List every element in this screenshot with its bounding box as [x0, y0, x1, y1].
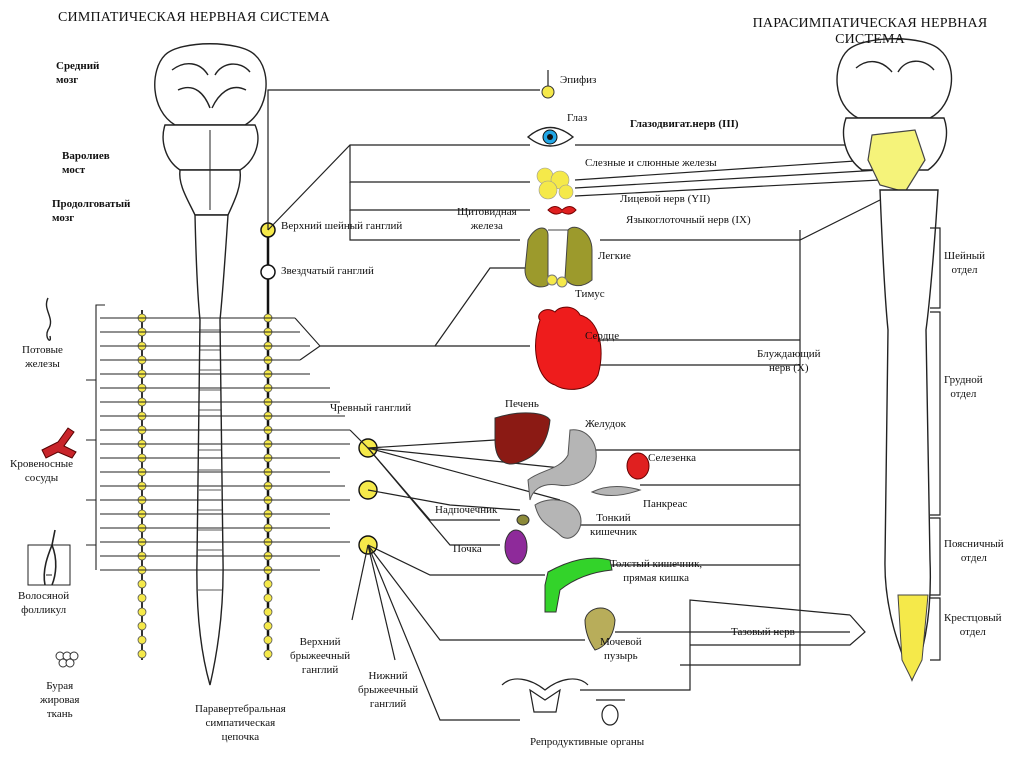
left-brainstem [154, 43, 267, 216]
heart-label: Сердце [585, 330, 620, 342]
facial-nerve-label: Лицевой нерв (YII) [620, 193, 711, 205]
medulla-label: Продолговатый мозг [52, 198, 131, 224]
right-chain-beads [263, 230, 273, 660]
vagus-nerve-label: Блуждающий нерв (X) [757, 348, 821, 374]
thymus-organ [546, 274, 568, 288]
small-intestine-label: Тонкий кишечник [590, 512, 637, 538]
liver-organ [494, 412, 551, 465]
parasympathetic-title: ПАРАСИМПАТИЧЕСКАЯ НЕРВНАЯ СИСТЕМА [725, 16, 1015, 48]
adrenal-label: Надпочечник [435, 504, 498, 516]
spleen-organ [626, 452, 650, 480]
thymus-label: Тимус [575, 288, 605, 300]
large-intestine-label: Толстый кишечник, прямая кишка [610, 558, 703, 584]
bladder-organ [584, 607, 616, 651]
thyroid-label: Щитовидная железа [457, 206, 517, 232]
stomach-organ [527, 429, 597, 501]
pineal-label: Эпифиз [560, 74, 597, 86]
pineal-gland [541, 70, 555, 99]
left-chain-beads [137, 310, 147, 660]
thoracic-section-label: Грудной отдел [944, 374, 983, 400]
kidney-label: Почка [453, 543, 482, 555]
pancreas-organ [590, 486, 642, 496]
salivary-glands [536, 167, 574, 200]
oculomotor-nerve-label: Глазодвигат.нерв (III) [630, 118, 739, 130]
midbrain-label: Средний мозг [56, 60, 100, 86]
parasympathetic-title-line2: СИСТЕМА [835, 32, 905, 47]
sympathetic-title: СИМПАТИЧЕСКАЯ НЕРВНАЯ СИСТЕМА [58, 10, 330, 25]
adrenal-organ [516, 514, 530, 526]
sympathetic-efferents [267, 89, 585, 721]
superior-cervical-ganglion-label: Верхний шейный ганглий [281, 220, 403, 232]
heart-organ [535, 306, 602, 390]
parasympathetic-efferents [574, 144, 881, 691]
sweat-gland-icon [45, 297, 52, 341]
brown-fat-label: Бурая жировая ткань [40, 680, 80, 720]
brown-fat-icon [55, 651, 79, 668]
pons-label: Варолиев мост [62, 150, 110, 176]
stomach-label: Желудок [585, 418, 626, 430]
glands-label: Слезные и слюнные железы [585, 157, 717, 169]
lumbar-section-label: Поясничный отдел [944, 538, 1004, 564]
spinal-connection-lines [86, 304, 350, 571]
sacral-segment-yellow [897, 594, 929, 682]
sweat-glands-label: Потовые железы [22, 344, 63, 370]
cranial-nucleus-yellow [867, 129, 926, 193]
superior-mesenteric-ganglion-label: Верхний брыжеечный ганглий [290, 636, 351, 676]
blood-vessel-icon [41, 427, 77, 459]
hair-follicle-icon [27, 529, 71, 586]
lungs-label: Легкие [598, 250, 631, 262]
bladder-label: Мочевой пузырь [600, 636, 642, 662]
stellate-ganglion [260, 264, 276, 280]
reproductive-organs-label: Репродуктивные органы [530, 736, 645, 748]
lungs-organ [524, 226, 593, 288]
thyroid-organ [547, 206, 577, 215]
left-spinal-cord [194, 214, 229, 686]
glossopharyngeal-nerve-label: Языкоглоточный нерв (IX) [626, 214, 751, 226]
pelvic-nerve-label: Тазовый нерв [731, 626, 795, 638]
large-intestine-organ [544, 557, 613, 613]
cervical-section-label: Шейный отдел [944, 250, 986, 276]
sacral-section-label: Крестцовый отдел [944, 612, 1002, 638]
kidney-organ [504, 529, 528, 565]
hair-follicle-label: Волосяной фолликул [18, 590, 70, 616]
stellate-ganglion-label: Звездчатый ганглий [281, 265, 374, 277]
liver-label: Печень [505, 398, 539, 410]
paravertebral-chain-label: Паравертебральная симпатическая цепочка [195, 703, 286, 743]
blood-vessels-label: Кровеносные сосуды [10, 458, 74, 484]
inferior-mesenteric-ganglion-label: Нижний брыжеечный ганглий [358, 670, 419, 710]
reproductive-organs [501, 678, 625, 726]
eye-organ [526, 126, 575, 147]
pancreas-label: Панкреас [643, 498, 688, 510]
spleen-label: Селезенка [648, 452, 697, 464]
parasympathetic-title-line1: ПАРАСИМПАТИЧЕСКАЯ НЕРВНАЯ [752, 16, 988, 31]
spinal-section-brackets [930, 227, 941, 661]
celiac-ganglion-label: Чревный ганглий [330, 402, 412, 414]
eye-label: Глаз [567, 112, 588, 124]
small-intestine-organ [534, 499, 582, 539]
